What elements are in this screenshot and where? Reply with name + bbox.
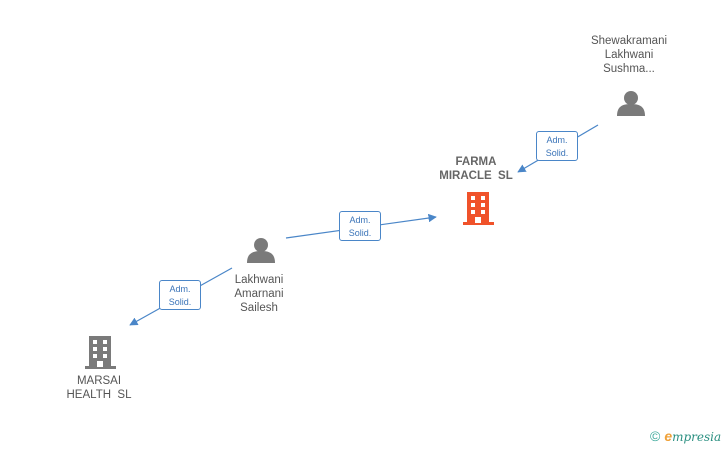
node-label-marsai-health[interactable]: MARSAI HEALTH SL bbox=[43, 374, 155, 402]
node-label-line: Lakhwani bbox=[604, 49, 654, 61]
node-label-line: Lakhwani bbox=[234, 274, 284, 286]
node-label-line: Sailesh bbox=[240, 302, 278, 314]
edge-badge-shewakramani-farma[interactable]: Adm. Solid. bbox=[536, 131, 578, 161]
edge-badge-line: Adm. bbox=[546, 135, 568, 145]
edge-badge-line: Adm. bbox=[169, 284, 191, 294]
building-icon[interactable] bbox=[463, 192, 494, 225]
node-label-line: Sushma... bbox=[603, 63, 655, 75]
brand-name: mpresia bbox=[672, 430, 722, 444]
node-label-line: MIRACLE SL bbox=[439, 170, 513, 182]
edge-badge-line: Solid. bbox=[168, 297, 192, 307]
node-label-line: FARMA bbox=[455, 156, 497, 168]
node-label-farma-miracle[interactable]: FARMA MIRACLE SL bbox=[420, 155, 532, 183]
copyright-icon: © bbox=[650, 428, 661, 444]
node-label-shewakramani[interactable]: Shewakramani Lakhwani Sushma... bbox=[573, 34, 685, 76]
node-label-line: Shewakramani bbox=[590, 35, 668, 47]
edge-badge-line: Solid. bbox=[348, 228, 372, 238]
edge-badge-line: Adm. bbox=[349, 215, 371, 225]
edge-badge-line: Solid. bbox=[545, 148, 569, 158]
node-label-line: MARSAI bbox=[76, 375, 122, 387]
edge-badge-lakhwani-farma[interactable]: Adm. Solid. bbox=[339, 211, 381, 241]
empresia-watermark: ©empresia bbox=[650, 428, 721, 444]
node-label-lakhwani[interactable]: Lakhwani Amarnani Sailesh bbox=[203, 273, 315, 315]
node-label-line: Amarnani bbox=[234, 288, 284, 300]
node-label-line: HEALTH SL bbox=[66, 389, 132, 401]
person-icon[interactable] bbox=[617, 91, 645, 116]
edge-badge-lakhwani-marsai[interactable]: Adm. Solid. bbox=[159, 280, 201, 310]
building-icon[interactable] bbox=[85, 336, 116, 369]
brand-initial: e bbox=[664, 428, 673, 444]
person-icon[interactable] bbox=[247, 238, 275, 263]
